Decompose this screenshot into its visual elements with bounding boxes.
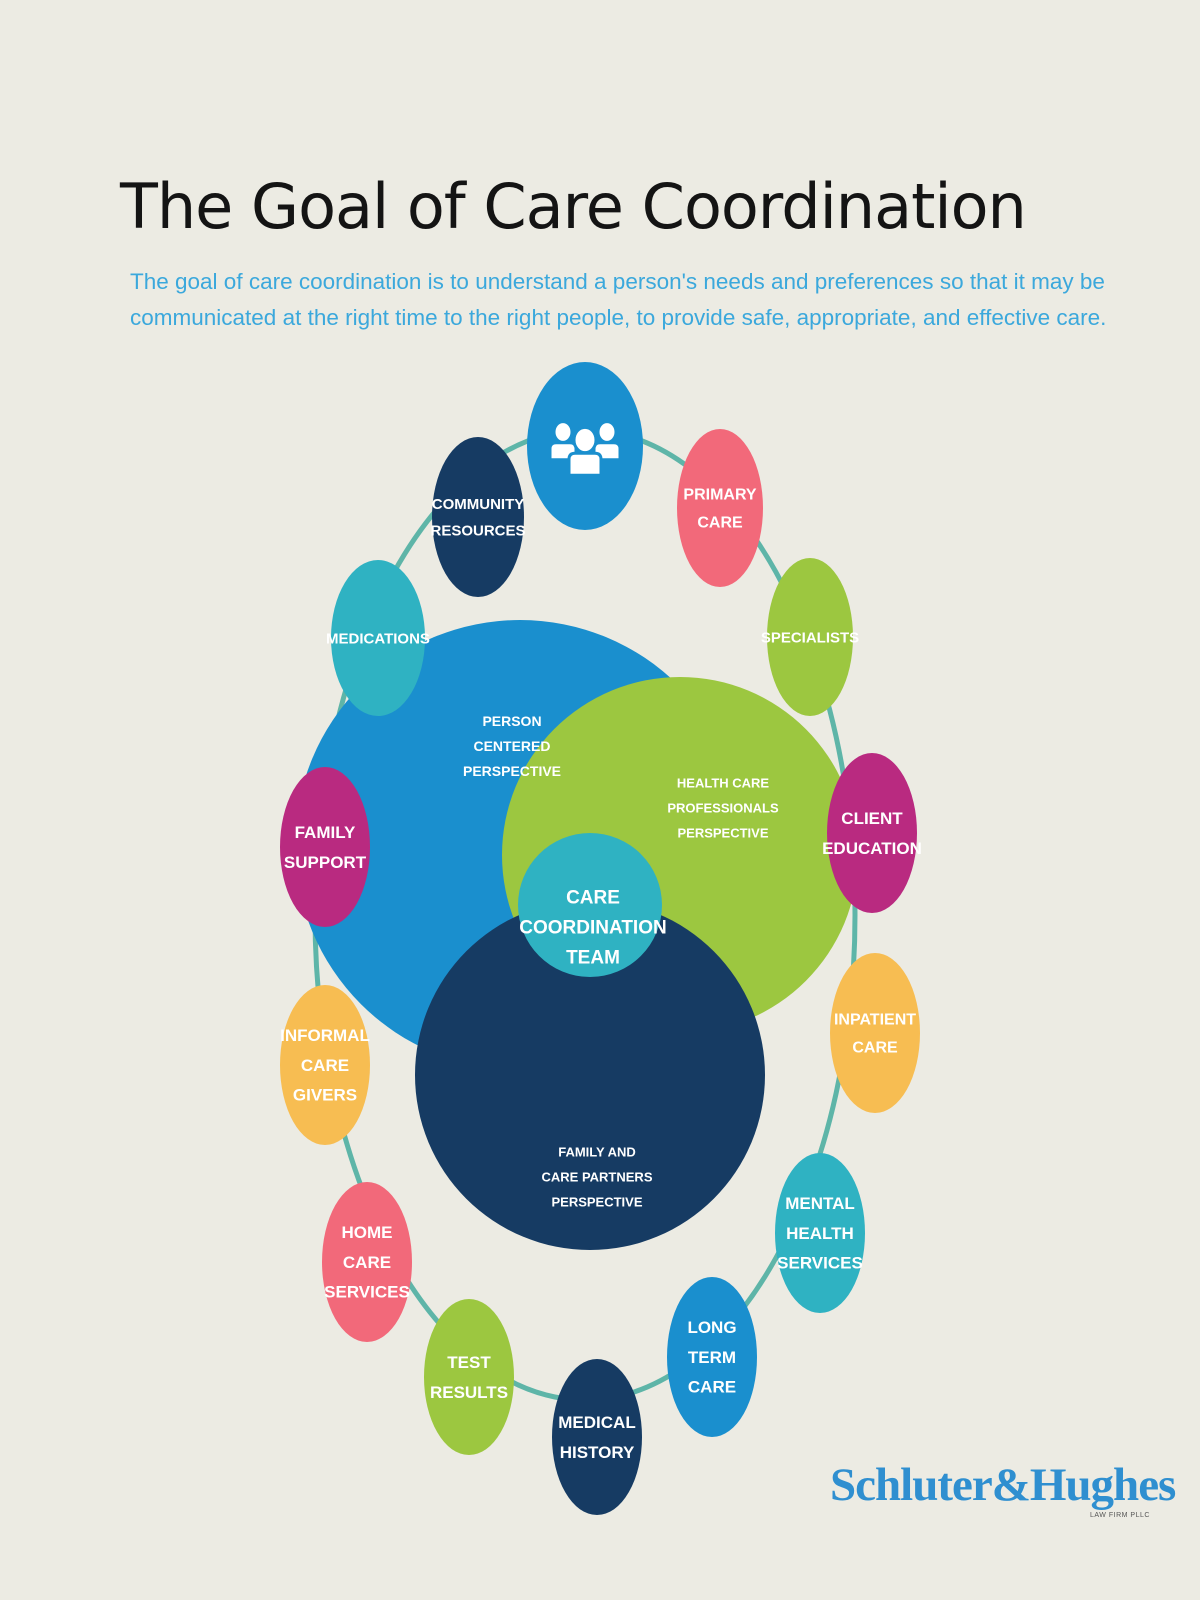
node-medical-history-label-line: HISTORY <box>560 1443 635 1462</box>
node-client-education: CLIENT EDUCATION <box>822 753 922 913</box>
node-inpatient-care: INPATIENT CARE <box>830 953 920 1113</box>
family-care-partners-perspective-label-line: FAMILY AND <box>558 1145 636 1160</box>
page-subtitle: The goal of care coordination is to unde… <box>130 269 1107 330</box>
node-medical-history: MEDICAL HISTORY <box>552 1359 642 1515</box>
node-family-support-label: FAMILY SUPPORT <box>284 823 367 872</box>
node-people <box>527 362 643 530</box>
family-care-partners-perspective-label: FAMILY AND CARE PARTNERS PERSPECTIVE <box>542 1145 653 1210</box>
node-long-term-care-label-line: CARE <box>688 1378 736 1397</box>
node-community-resources: COMMUNITY RESOURCES <box>430 437 526 597</box>
node-informal-care-givers-label-line: INFORMAL <box>280 1026 370 1045</box>
node-home-care-services-label-line: SERVICES <box>324 1283 410 1302</box>
node-primary-care-circle <box>677 429 763 587</box>
node-specialists-label-line: SPECIALISTS <box>761 629 859 646</box>
node-primary-care: PRIMARY CARE <box>677 429 763 587</box>
health-care-professionals-perspective-label-line: PERSPECTIVE <box>677 826 768 841</box>
node-medications: MEDICATIONS <box>326 560 430 716</box>
node-informal-care-givers-label-line: GIVERS <box>293 1086 357 1105</box>
care-coordination-team-label-line: CARE <box>566 888 620 909</box>
node-inpatient-care-label: INPATIENT CARE <box>834 1012 916 1057</box>
node-specialists-label: SPECIALISTS <box>761 629 859 646</box>
node-mental-health-services: MENTAL HEALTH SERVICES <box>775 1153 865 1313</box>
node-primary-care-label-line: PRIMARY <box>683 487 757 504</box>
node-test-results-circle <box>424 1299 514 1455</box>
node-informal-care-givers-label: INFORMAL CARE GIVERS <box>280 1026 370 1105</box>
person-centered-perspective-label-line: PERSON <box>482 713 541 729</box>
node-medical-history-label-line: MEDICAL <box>558 1413 635 1432</box>
logo-subtitle: LAW FIRM PLLC <box>1090 1512 1150 1519</box>
person-centered-perspective-label-line: PERSPECTIVE <box>463 763 561 779</box>
node-community-resources-label-line: RESOURCES <box>430 522 525 539</box>
node-primary-care-label-line: CARE <box>697 515 743 532</box>
node-client-education-circle <box>827 753 917 913</box>
node-long-term-care-label-line: TERM <box>688 1348 736 1367</box>
node-family-support-circle <box>280 767 370 927</box>
node-inpatient-care-label-line: INPATIENT <box>834 1012 916 1029</box>
node-client-education-label-line: EDUCATION <box>822 839 922 858</box>
node-test-results: TEST RESULTS <box>424 1299 514 1455</box>
node-test-results-label: TEST RESULTS <box>430 1353 508 1402</box>
node-informal-care-givers-circle <box>280 985 370 1145</box>
person-centered-perspective-label-line: CENTERED <box>473 738 550 754</box>
family-care-partners-perspective-circle <box>415 900 765 1250</box>
node-test-results-label-line: RESULTS <box>430 1383 508 1402</box>
people-group-icon <box>548 420 622 477</box>
node-primary-care-label: PRIMARY CARE <box>683 487 757 532</box>
node-mental-health-services-label-line: SERVICES <box>777 1254 863 1273</box>
node-medical-history-circle <box>552 1359 642 1515</box>
node-inpatient-care-circle <box>830 953 920 1113</box>
health-care-professionals-perspective-label-line: HEALTH CARE <box>677 776 770 791</box>
node-mental-health-services-label-line: MENTAL <box>785 1194 855 1213</box>
node-long-term-care-label: LONG TERM CARE <box>687 1318 736 1397</box>
node-community-resources-label: COMMUNITY RESOURCES <box>430 496 525 539</box>
node-medications-label-line: MEDICATIONS <box>326 630 430 647</box>
node-mental-health-services-label-line: HEALTH <box>786 1224 854 1243</box>
node-home-care-services-label: HOME CARE SERVICES <box>324 1223 410 1302</box>
care-coordination-team-label-line: COORDINATION <box>519 918 666 939</box>
node-long-term-care-label-line: LONG <box>687 1318 736 1337</box>
node-community-resources-label-line: COMMUNITY <box>432 496 525 513</box>
node-long-term-care-circle <box>667 1277 757 1437</box>
node-medications-circle <box>331 560 425 716</box>
health-care-professionals-perspective-label-line: PROFESSIONALS <box>667 801 779 816</box>
family-care-partners-perspective-label-line: CARE PARTNERS <box>542 1170 653 1185</box>
node-client-education-label-line: CLIENT <box>841 809 903 828</box>
node-specialists-circle <box>767 558 853 716</box>
person-centered-perspective-label: PERSON CENTERED PERSPECTIVE <box>463 713 561 779</box>
page-title: The Goal of Care Coordination <box>120 170 1027 243</box>
node-community-resources-circle <box>432 437 524 597</box>
node-home-care-services-circle <box>322 1182 412 1342</box>
node-specialists: SPECIALISTS <box>761 558 859 716</box>
node-family-support-label-line: SUPPORT <box>284 853 367 872</box>
node-client-education-label: CLIENT EDUCATION <box>822 809 922 858</box>
care-coordination-team-label: CARE COORDINATION TEAM <box>519 888 666 969</box>
care-coordination-team-circle <box>518 833 662 977</box>
node-home-care-services-label-line: HOME <box>342 1223 393 1242</box>
node-long-term-care: LONG TERM CARE <box>667 1277 757 1437</box>
node-family-support: FAMILY SUPPORT <box>280 767 370 927</box>
node-home-care-services-label-line: CARE <box>343 1253 391 1272</box>
node-family-support-label-line: FAMILY <box>295 823 356 842</box>
node-informal-care-givers-label-line: CARE <box>301 1056 349 1075</box>
node-mental-health-services-label: MENTAL HEALTH SERVICES <box>777 1194 863 1273</box>
node-medications-label: MEDICATIONS <box>326 630 430 647</box>
node-medical-history-label: MEDICAL HISTORY <box>558 1413 635 1462</box>
family-care-partners-perspective-label-line: PERSPECTIVE <box>551 1195 642 1210</box>
node-test-results-label-line: TEST <box>447 1353 491 1372</box>
care-coordination-team-label-line: TEAM <box>566 948 620 969</box>
node-inpatient-care-label-line: CARE <box>852 1040 898 1057</box>
node-informal-care-givers: INFORMAL CARE GIVERS <box>280 985 370 1145</box>
health-care-professionals-perspective-label: HEALTH CARE PROFESSIONALS PERSPECTIVE <box>667 776 779 841</box>
schluter-hughes-logo: Schluter&Hughes <box>830 1459 1176 1511</box>
node-home-care-services: HOME CARE SERVICES <box>322 1182 412 1342</box>
node-mental-health-services-circle <box>775 1153 865 1313</box>
